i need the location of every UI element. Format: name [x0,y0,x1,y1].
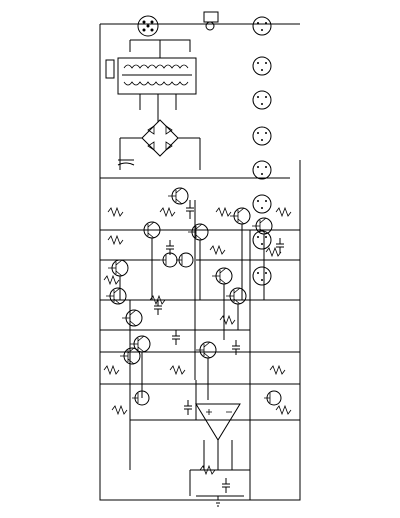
transistor-q1 [108,259,129,277]
transistor-q4 [230,207,251,225]
transistor-q10 [106,287,127,305]
transistor-q16 [264,390,282,406]
mains-connector [137,15,159,37]
transistor-q5 [252,217,273,235]
passive-components [103,200,292,493]
filter-capacitor [117,159,135,166]
transistor-q14 [196,341,217,359]
din-socket-8 [252,266,272,286]
din-socket-4 [252,126,272,146]
signal-wiring [100,224,300,421]
speaker-jack [203,11,219,31]
connector-column [203,11,272,286]
transistor-q7 [176,252,194,268]
power-transformer [117,57,197,95]
fuse [105,59,115,79]
power-amplifier-ic [195,403,241,441]
din-socket-2 [252,56,272,76]
transistor-q3 [188,223,209,241]
transistor-q8 [212,267,233,285]
power-supply-section [99,15,300,200]
regulator-transistor [168,187,189,205]
din-socket-6 [252,194,272,214]
transistor-q12 [130,335,151,353]
transistor-q13 [120,347,141,365]
output-network [189,440,251,497]
supply-rails [99,160,301,501]
rectifier-bridge [141,119,179,157]
din-socket-1 [252,16,272,36]
transistor-q15 [132,390,150,406]
ground-symbol [214,496,222,507]
din-socket-3 [252,90,272,110]
din-socket-5 [252,160,272,180]
transistor-q6 [160,252,178,268]
transistor-q9 [226,287,247,305]
transistor-q11 [122,309,143,327]
